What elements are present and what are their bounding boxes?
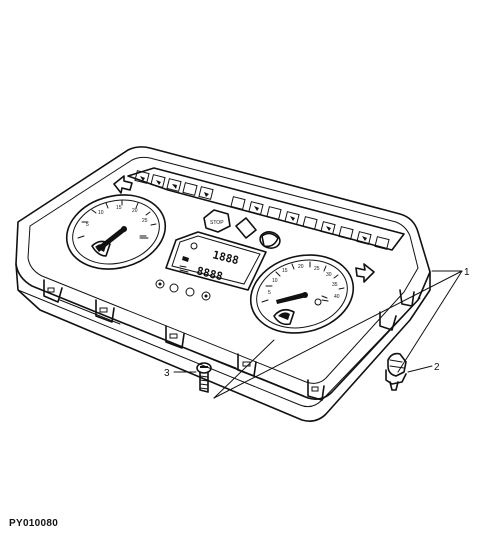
speedo-scale-label: 20 [298, 264, 304, 270]
tacho-scale-label: 20 [132, 208, 138, 214]
tacho-scale-label: 25 [142, 218, 148, 224]
indicator-light [155, 279, 165, 289]
speedometer-gauge: 5 10 15 20 25 30 35 40 [249, 254, 355, 334]
stop-warning-label: STOP [210, 220, 224, 226]
warning-light-strip [113, 167, 405, 283]
speedo-scale-label: 15 [282, 268, 288, 274]
callout-leaders [173, 270, 463, 399]
figure-code: PY010080 [9, 518, 59, 529]
turn-signal-left-icon [113, 175, 133, 194]
speedo-scale-label: 40 [334, 294, 340, 300]
center-lcd-display: 1888 8888 [165, 231, 267, 291]
indicator-light [185, 287, 195, 297]
mounting-screw [196, 362, 212, 393]
speedo-scale-label: 30 [326, 272, 332, 278]
callout-3-label: 3 [164, 368, 170, 379]
tacho-scale-label: 5 [86, 222, 89, 228]
tacho-scale-label: 10 [98, 210, 104, 216]
callout-1-label: 1 [464, 267, 470, 278]
warning-light-tile [134, 170, 390, 250]
indicator-light [201, 291, 211, 301]
bulb-holder [385, 352, 407, 391]
speedo-scale-label: 10 [272, 278, 278, 284]
tacho-scale-label: 15 [116, 205, 122, 211]
tachometer-gauge: 5 10 15 20 25 [65, 194, 167, 270]
speedo-scale-label: 35 [332, 282, 338, 288]
indicator-light-row [155, 279, 211, 301]
callout-2-label: 2 [434, 362, 440, 373]
cluster-housing [15, 146, 431, 422]
turn-signal-right-icon [355, 263, 375, 283]
speedo-scale-label: 5 [268, 290, 271, 296]
lcd-top-readout: 1888 [211, 248, 240, 267]
lcd-bottom-readout: 8888 [195, 264, 224, 283]
center-warning-panel: STOP [203, 209, 281, 249]
indicator-light [169, 283, 179, 293]
speedo-scale-label: 25 [314, 266, 320, 272]
